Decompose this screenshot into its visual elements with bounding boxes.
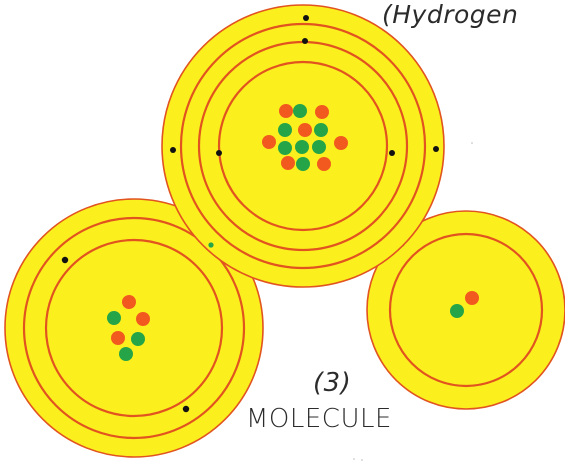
neutron: [295, 140, 309, 154]
neutron: [131, 332, 145, 346]
left-atom-electron: [182, 405, 190, 413]
neutron: [278, 141, 292, 155]
proton: [298, 123, 312, 137]
proton: [136, 312, 150, 326]
left-atom-orbit-inner: [44, 238, 224, 418]
left-atom-orbit-outer: [22, 216, 246, 440]
proton: [262, 135, 276, 149]
proton: [279, 104, 293, 118]
figure-number-label: (3): [313, 368, 352, 398]
center-atom-nucleus: [262, 104, 348, 171]
center-atom: [161, 4, 445, 288]
speck: [471, 142, 473, 144]
left-atom: [4, 198, 264, 458]
proton: [465, 291, 479, 305]
center-atom-electron: [170, 147, 176, 153]
proton: [315, 105, 329, 119]
speck: [361, 459, 363, 461]
center-atom-orbit-outer: [179, 22, 427, 270]
header-label: (Hydrogen: [382, 0, 519, 29]
center-atom-electron: [302, 38, 308, 44]
neutron: [293, 104, 307, 118]
neutron: [107, 311, 121, 325]
center-atom-orbit-inner: [217, 60, 389, 232]
neutron: [314, 123, 328, 137]
proton: [122, 295, 136, 309]
right-atom-nucleus: [450, 291, 479, 318]
right-atom-shell: [366, 210, 565, 410]
proton: [334, 136, 348, 150]
neutron: [312, 140, 326, 154]
speck: [353, 458, 355, 460]
neutron: [278, 123, 292, 137]
center-atom-electron: [216, 150, 222, 156]
molecule-label: MOLECULE: [246, 404, 392, 434]
right-atom-orbit: [388, 232, 544, 388]
proton: [281, 156, 295, 170]
center-atom-electron: [389, 150, 395, 156]
neutron: [119, 347, 133, 361]
neutron: [450, 304, 464, 318]
neutron: [296, 157, 310, 171]
center-atom-electron: [433, 146, 439, 152]
proton: [111, 331, 125, 345]
left-atom-electron: [61, 256, 69, 264]
center-atom-electron: [208, 242, 214, 248]
left-atom-shell: [4, 198, 264, 458]
proton: [317, 157, 331, 171]
center-atom-electron: [303, 15, 309, 21]
right-atom: [366, 210, 565, 410]
left-atom-nucleus: [107, 295, 150, 361]
